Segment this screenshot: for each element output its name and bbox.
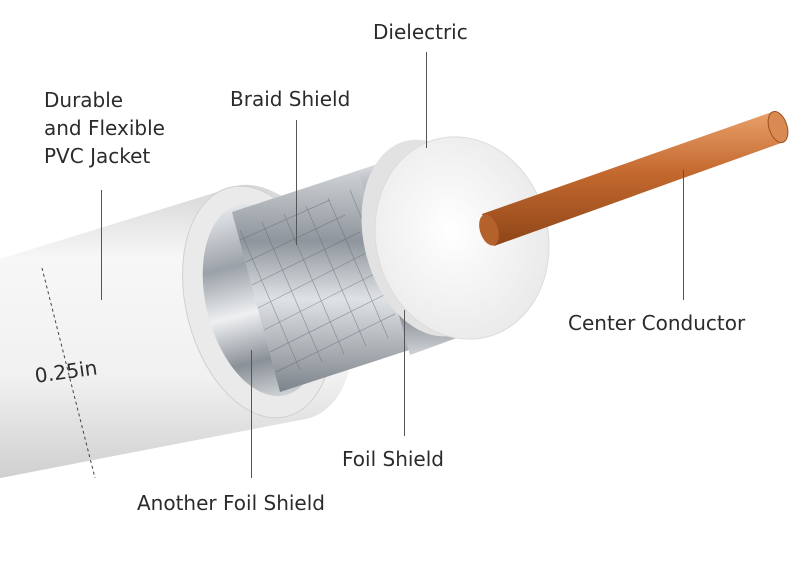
jacket-leader (101, 190, 102, 300)
foil-shield-label: Foil Shield (342, 446, 444, 473)
another-foil-leader (251, 350, 252, 478)
center-conductor-label: Center Conductor (568, 310, 745, 337)
dielectric-label: Dielectric (373, 19, 468, 46)
dielectric-leader (426, 52, 427, 148)
jacket-label-line2: and Flexible (44, 115, 165, 142)
foil-leader (404, 310, 405, 436)
another-foil-shield-label: Another Foil Shield (137, 490, 325, 517)
braid-shield-label: Braid Shield (230, 86, 350, 113)
jacket-label-line3: PVC Jacket (44, 143, 150, 170)
braid-leader (296, 120, 297, 245)
jacket-label-line1: Durable (44, 87, 123, 114)
center-leader (683, 170, 684, 300)
